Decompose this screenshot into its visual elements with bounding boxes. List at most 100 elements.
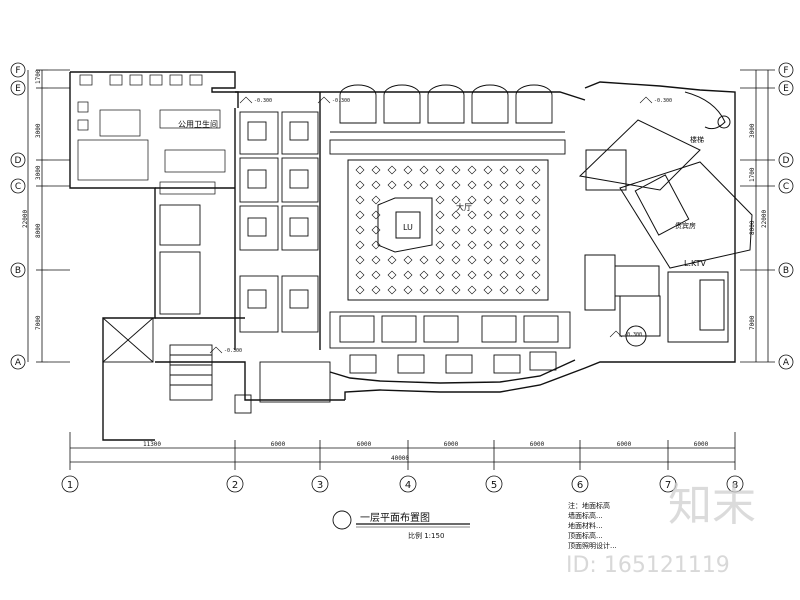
hall-table [467, 240, 477, 250]
hall-table [435, 285, 445, 295]
hall-table [531, 270, 541, 280]
bottom-axis-1: 1 [67, 480, 73, 491]
right-axis-D: D [783, 156, 790, 166]
hall-table [403, 180, 413, 190]
hall-table [483, 270, 493, 280]
east-stair-label: 楼梯 [690, 135, 704, 144]
hall-table [387, 285, 397, 295]
right-dim-2: 8000 [749, 220, 756, 235]
watermark-id: ID: 165121119 [566, 553, 730, 578]
left-axis-F: F [15, 66, 20, 76]
hall-table [355, 225, 365, 235]
restroom-fixtures [77, 74, 226, 195]
hall-table [371, 240, 381, 250]
hall-table [483, 225, 493, 235]
hall-table [419, 165, 429, 175]
elev-3: -0.300 [224, 348, 242, 354]
hall-table [435, 165, 445, 175]
title-block [332, 510, 470, 530]
note-4: 顶面标高... [568, 531, 603, 540]
main-hall [347, 159, 549, 301]
hall-table [451, 180, 461, 190]
hall-table [435, 180, 445, 190]
left-axis-E: E [15, 84, 21, 94]
hall-table [355, 210, 365, 220]
left-axis-B: B [15, 266, 21, 276]
hall-table [371, 270, 381, 280]
hall-table [515, 180, 525, 190]
bottom-booths [329, 311, 571, 374]
bottom-dim-2: 6000 [271, 441, 286, 448]
hall-table [483, 195, 493, 205]
hall-table [387, 180, 397, 190]
bottom-axis-7: 7 [665, 480, 671, 491]
right-axis-E: E [783, 84, 789, 94]
hall-table [355, 270, 365, 280]
hall-table [435, 240, 445, 250]
drawing-scale: 比例 1:150 [408, 531, 444, 540]
note-1: 注：地面标高 [568, 501, 610, 510]
hall-table [403, 165, 413, 175]
hall-table [355, 240, 365, 250]
elev-2: -0.300 [332, 98, 350, 104]
hall-table [355, 195, 365, 205]
hall-table [403, 255, 413, 265]
bottom-axis-4: 4 [405, 480, 411, 491]
hall-table [355, 255, 365, 265]
hall-table [515, 225, 525, 235]
stage-label: LU [403, 223, 413, 232]
lower-left-stair [102, 317, 331, 414]
hall-table [371, 255, 381, 265]
hall-table [531, 195, 541, 205]
hall-table [515, 285, 525, 295]
hall-table [371, 285, 381, 295]
note-3: 地面材料... [568, 521, 603, 530]
drawing-title: 一层平面布置图 [360, 512, 430, 524]
left-dim-1: 7000 [35, 315, 42, 330]
hall-table [403, 270, 413, 280]
hall-table [467, 255, 477, 265]
hall-table [451, 210, 461, 220]
elev-1: -0.300 [254, 98, 272, 104]
hall-table [467, 270, 477, 280]
bottom-axis-2: 2 [232, 480, 238, 491]
hall-table [515, 165, 525, 175]
hall-table [499, 165, 509, 175]
right-dim-total: 22000 [761, 210, 768, 228]
note-2: 墙面标高... [568, 511, 603, 520]
hall-table [515, 195, 525, 205]
right-axis-F: F [783, 66, 788, 76]
hall-table [483, 285, 493, 295]
hall-table [515, 240, 525, 250]
hall-table [515, 210, 525, 220]
bottom-dim-7: 6000 [694, 441, 709, 448]
left-dim-3: 3000 [35, 165, 42, 180]
hall-table [499, 195, 509, 205]
hall-table [435, 225, 445, 235]
hall-table [371, 225, 381, 235]
hall-table [515, 255, 525, 265]
left-dimension-chain [27, 69, 70, 363]
elev-5: -0.300 [654, 98, 672, 104]
hall-table [467, 285, 477, 295]
hall-table [483, 165, 493, 175]
hall-table [435, 210, 445, 220]
bottom-dim-3: 6000 [357, 441, 372, 448]
hall-table [419, 180, 429, 190]
right-dim-4: 1700 [749, 167, 756, 182]
bottom-dim-6: 6000 [617, 441, 632, 448]
hall-table [451, 195, 461, 205]
hall-table [531, 285, 541, 295]
hall-table [371, 195, 381, 205]
hall-table [499, 285, 509, 295]
bottom-axis-bubbles [61, 475, 744, 493]
hall-table [451, 255, 461, 265]
hall-table [387, 270, 397, 280]
bottom-axis-3: 3 [317, 480, 323, 491]
hall-table [467, 165, 477, 175]
restroom-label: 公用卫生间 [178, 119, 218, 129]
hall-table [435, 195, 445, 205]
left-axis-C: C [15, 182, 21, 192]
hall-table [531, 225, 541, 235]
right-axis-B: B [783, 266, 789, 276]
